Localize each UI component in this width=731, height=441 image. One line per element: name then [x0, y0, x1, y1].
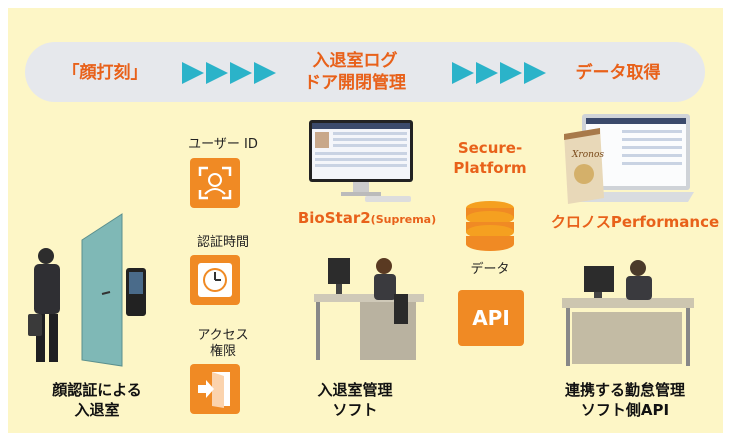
- flow-step-entry-log-line1: 入退室ログ: [312, 51, 398, 71]
- office-worker-illustration: [314, 258, 424, 360]
- door-enter-icon: [190, 364, 240, 414]
- attendance-caption: 連携する勤怠管理 ソフト側API: [545, 380, 705, 420]
- access-rights-label: アクセス 権限: [178, 328, 268, 360]
- arrow-right-icon: [182, 62, 276, 84]
- user-id-label: ユーザー ID: [188, 137, 258, 152]
- clock-icon: [190, 255, 240, 305]
- face-auth-caption-line1: 顔認証による: [52, 381, 142, 399]
- secure-platform-line2: Platform: [453, 159, 527, 177]
- face-id-icon: [190, 158, 240, 208]
- auth-time-label: 認証時間: [196, 235, 249, 250]
- secure-platform-label: Secure- Platform: [445, 138, 535, 178]
- database-icon: [466, 201, 514, 251]
- arrow-right-icon: [452, 62, 546, 84]
- flow-band: [25, 42, 705, 102]
- face-auth-caption: 顔認証による 入退室: [32, 380, 162, 420]
- attendance-caption-line2: ソフト側API: [580, 401, 670, 419]
- biostar-product-label: BioStar2(Suprema): [292, 208, 442, 230]
- access-rights-label-line2: 権限: [209, 344, 236, 359]
- entry-mgmt-caption-line2: ソフト: [332, 401, 378, 419]
- access-rights-label-line1: アクセス: [197, 328, 249, 343]
- entry-mgmt-caption: 入退室管理 ソフト: [300, 380, 410, 420]
- entry-mgmt-caption-line1: 入退室管理: [317, 381, 393, 399]
- face-auth-caption-line2: 入退室: [74, 401, 120, 419]
- flow-arrows-2: [452, 62, 548, 84]
- flow-step-entry-log-line2: ドア開閉管理: [304, 73, 406, 93]
- biostar-monitor-illustration: [309, 120, 413, 202]
- data-label: データ: [470, 262, 510, 277]
- xronos-product-label: クロノスPerformance: [550, 213, 720, 231]
- api-box: API: [458, 290, 524, 346]
- biostar-product-vendor: (Suprema): [370, 213, 437, 226]
- attendance-worker-illustration: [562, 260, 694, 366]
- biostar-product-name: BioStar2: [297, 209, 371, 227]
- flow-arrows-1: [182, 62, 278, 84]
- flow-step-face-punch: 「顔打刻」: [62, 63, 148, 83]
- secure-platform-line1: Secure-: [457, 139, 523, 157]
- face-auth-door-illustration: [28, 213, 146, 367]
- xronos-box-brand: Xronos: [572, 150, 604, 160]
- flow-step-data-retrieval: データ取得: [575, 63, 661, 83]
- xronos-laptop-illustration: [564, 114, 694, 204]
- flow-step-entry-log: 入退室ログ ドア開閉管理: [290, 50, 420, 94]
- attendance-caption-line1: 連携する勤怠管理: [564, 381, 685, 399]
